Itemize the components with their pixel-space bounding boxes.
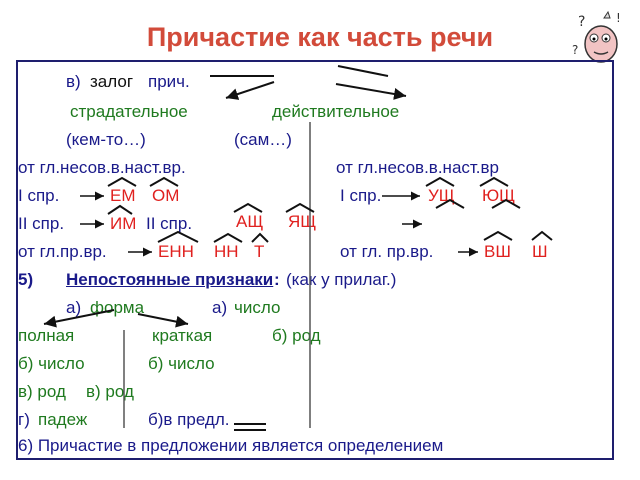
conclusion-text: 6) Причастие в предложении является опре… [18, 436, 444, 455]
source-text: от гл. пр.вр. [340, 242, 434, 261]
suffix-text: ИМ [110, 214, 137, 233]
suffix-text: ВШ [484, 242, 511, 261]
suffix-text: АЩ [236, 212, 264, 231]
svg-text:!: ! [616, 11, 621, 25]
source-text: от гл.несов.в.наст.вр [336, 158, 500, 177]
conjugation-label: II спр. [146, 214, 193, 233]
item-marker: г) [18, 410, 30, 429]
item-marker: а) [212, 298, 228, 317]
item-marker: а) [66, 298, 82, 317]
suffix-text: Т [254, 242, 265, 261]
suffix-text: ЕМ [110, 186, 136, 205]
note-text: (как у прилаг.) [286, 270, 397, 289]
conjugation-label: I спр. [340, 186, 382, 205]
svg-text:?: ? [578, 14, 585, 30]
full-form-label: полная [18, 326, 75, 345]
number-label: б) число [18, 354, 85, 373]
section-heading: Непостоянные признаки [66, 270, 274, 289]
gender-label: в) род [18, 382, 66, 401]
active-hint: (сам…) [234, 130, 292, 149]
sentence-label: б)в предл. [148, 410, 230, 429]
conjugation-label: I спр. [18, 186, 60, 205]
suffix-text: Ш [532, 242, 548, 261]
colon-text: : [274, 270, 280, 289]
suffix-text: ЯЩ [288, 212, 317, 231]
annotation-marks [43, 65, 553, 431]
suffix-text: ОМ [152, 186, 180, 205]
conjugation-label: II спр. [18, 214, 65, 233]
passive-hint: (кем-то…) [66, 130, 146, 149]
active-label: действительное [272, 102, 400, 121]
abbr-text: прич. [148, 72, 190, 91]
gender-label: в) род [86, 382, 134, 401]
suffix-text: ЕНН [158, 242, 194, 261]
voice-label: залог [90, 72, 134, 91]
number-label: число [234, 298, 281, 317]
content-panel: в) залог прич. страдательное действитель… [16, 60, 614, 460]
svg-text:?: ? [572, 43, 578, 57]
item-marker: в) [66, 72, 81, 91]
cartoon-character-icon: ? ! ? [572, 10, 621, 63]
case-label: падеж [38, 410, 88, 429]
source-text: от гл.несов.в.наст.вр. [18, 158, 186, 177]
passive-label: страдательное [70, 102, 188, 121]
item-number: 5) [18, 270, 34, 289]
short-form-label: краткая [152, 326, 213, 345]
source-text: от гл.пр.вр. [18, 242, 107, 261]
number-label: б) число [148, 354, 215, 373]
page-title: Причастие как часть речи [146, 22, 494, 52]
suffix-text: НН [214, 242, 239, 261]
gender-label: б) род [272, 326, 321, 345]
